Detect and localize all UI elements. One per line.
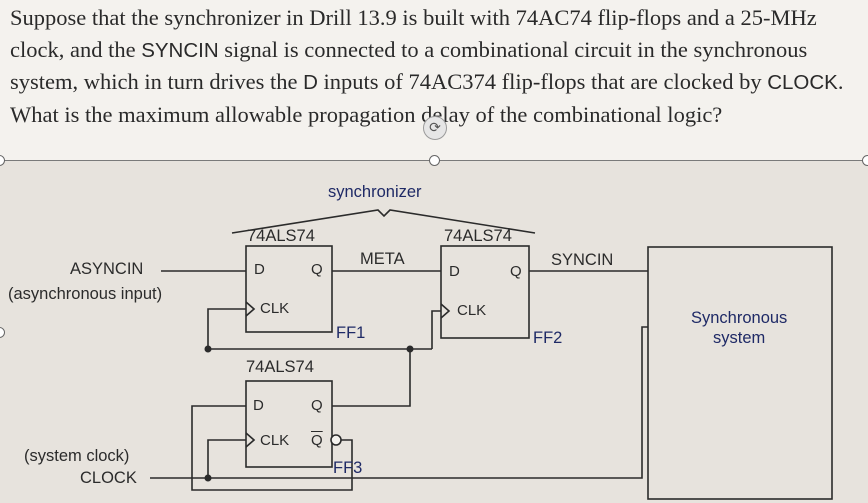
synchronous-system-line-1: Synchronous: [691, 309, 788, 327]
synchronizer-label: synchronizer: [328, 183, 422, 201]
ff3-box: [245, 380, 333, 468]
ff3-feedback-wire: [191, 405, 353, 491]
selection-handle-icon[interactable]: [429, 155, 440, 166]
ff1-clock-feed: [207, 308, 246, 349]
circuit-schematic: [150, 209, 833, 500]
question-paragraph: Suppose that the synchronizer in Drill 1…: [10, 2, 860, 130]
ff2-clk-pin: CLK: [457, 302, 487, 319]
ff2-q-pin: Q: [510, 263, 522, 280]
meta-label: META: [360, 250, 405, 268]
ff3-name: FF3: [333, 459, 363, 477]
ff3-clk-triangle: [245, 432, 256, 448]
async-input-label: (asynchronous input): [8, 285, 163, 303]
question-part-3: inputs of 74AC374 flip-flops that are cl…: [317, 69, 768, 94]
ff1-box: [245, 245, 333, 333]
junction-dot: [204, 345, 212, 353]
question-d: D: [303, 71, 318, 94]
question-clock: CLOCK: [767, 71, 838, 94]
asyncin-label: ASYNCIN: [70, 260, 144, 278]
question-syncin: SYNCIN: [141, 38, 219, 62]
ff1-q-pin: Q: [311, 261, 323, 278]
ff2-d-pin: D: [449, 263, 460, 280]
rotate-handle-icon[interactable]: ⟳: [423, 116, 447, 140]
synchronous-system-box: [647, 246, 833, 500]
synchronizer-diagram: synchronizer 74ALS74 74ALS74 ASYNCIN (as…: [0, 161, 868, 503]
junction-dot: [406, 345, 414, 353]
ff3-q-wire: [332, 349, 411, 407]
question-part-1: Suppose that the synchronizer in Drill 1…: [10, 5, 817, 62]
ff2-name: FF2: [533, 329, 563, 347]
ff2-clock-feed: [431, 310, 441, 349]
ff3-part-label: 74ALS74: [246, 358, 314, 376]
ff2-box: [440, 245, 530, 339]
question-part-2: signal is connected to a combinational c…: [10, 36, 808, 95]
ff1-d-pin: D: [254, 261, 265, 278]
ff2-clk-triangle: [440, 303, 451, 319]
ff1-clk-triangle: [245, 301, 256, 317]
ff1-name: FF1: [336, 324, 366, 342]
ff3-qbar-bubble: [330, 434, 342, 446]
selection-handle-icon[interactable]: [862, 155, 868, 166]
ff3-q-pin: Q: [311, 397, 323, 414]
ff3-clk-pin: CLK: [260, 432, 290, 449]
ff1-part-label: 74ALS74: [247, 227, 315, 245]
ff3-clock-feed: [207, 439, 246, 478]
question-part-4: . What is the maximum allowable propagat…: [10, 69, 844, 127]
synchronizer-brace: [231, 209, 536, 234]
ff1-clk-pin: CLK: [260, 300, 290, 317]
system-clock-label: (system clock): [24, 447, 130, 465]
ff3-d-pin: D: [253, 397, 264, 414]
clock-wire: [150, 326, 648, 479]
ff3-qbar-pin: Q: [311, 432, 323, 449]
junction-dot: [204, 474, 212, 482]
clock-label: CLOCK: [80, 469, 137, 487]
ff2-part-label: 74ALS74: [444, 227, 512, 245]
synchronous-system-line-2: system: [713, 329, 766, 347]
syncin-label: SYNCIN: [551, 251, 614, 269]
question-text-block: Suppose that the synchronizer in Drill 1…: [0, 0, 868, 160]
